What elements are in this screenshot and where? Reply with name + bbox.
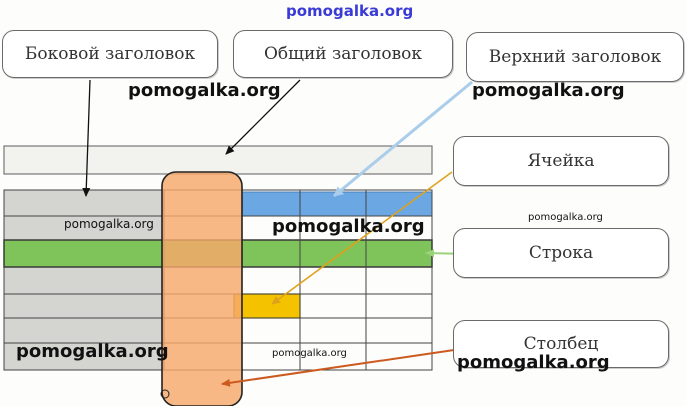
- watermark-3: pomogalka.org: [528, 212, 603, 223]
- watermark-2: pomogalka.org: [472, 80, 625, 101]
- cell-label: Ячейка: [453, 136, 669, 186]
- watermark-1: pomogalka.org: [128, 80, 281, 101]
- general-header-bar: [3, 145, 433, 175]
- watermark-7: pomogalka.org: [272, 348, 347, 359]
- arrow-cell: [271, 171, 453, 305]
- watermark-6: pomogalka.org: [16, 341, 169, 362]
- column-label: Столбец: [453, 320, 669, 368]
- general-header-label: Общий заголовок: [233, 30, 453, 78]
- arrow-general-header: [225, 79, 301, 155]
- watermark-4: pomogalka.org: [64, 217, 154, 231]
- column-highlight: [161, 171, 243, 406]
- cell-highlight: [233, 293, 301, 319]
- arrow-side-header: [82, 79, 91, 197]
- column-marker: [160, 389, 170, 399]
- side-header-label: Боковой заголовок: [2, 30, 218, 78]
- top-header-label: Верхний заголовок: [466, 32, 684, 82]
- watermark-5: pomogalka.org: [272, 216, 425, 237]
- arrow-column: [221, 349, 455, 387]
- top-header-row: [241, 191, 433, 217]
- side-header-column: [4, 190, 164, 370]
- watermark-top: pomogalka.org: [286, 2, 414, 20]
- watermark-8: pomogalka.org: [457, 352, 610, 373]
- row-label: Строка: [453, 228, 669, 278]
- arrow-top-header: [333, 80, 473, 198]
